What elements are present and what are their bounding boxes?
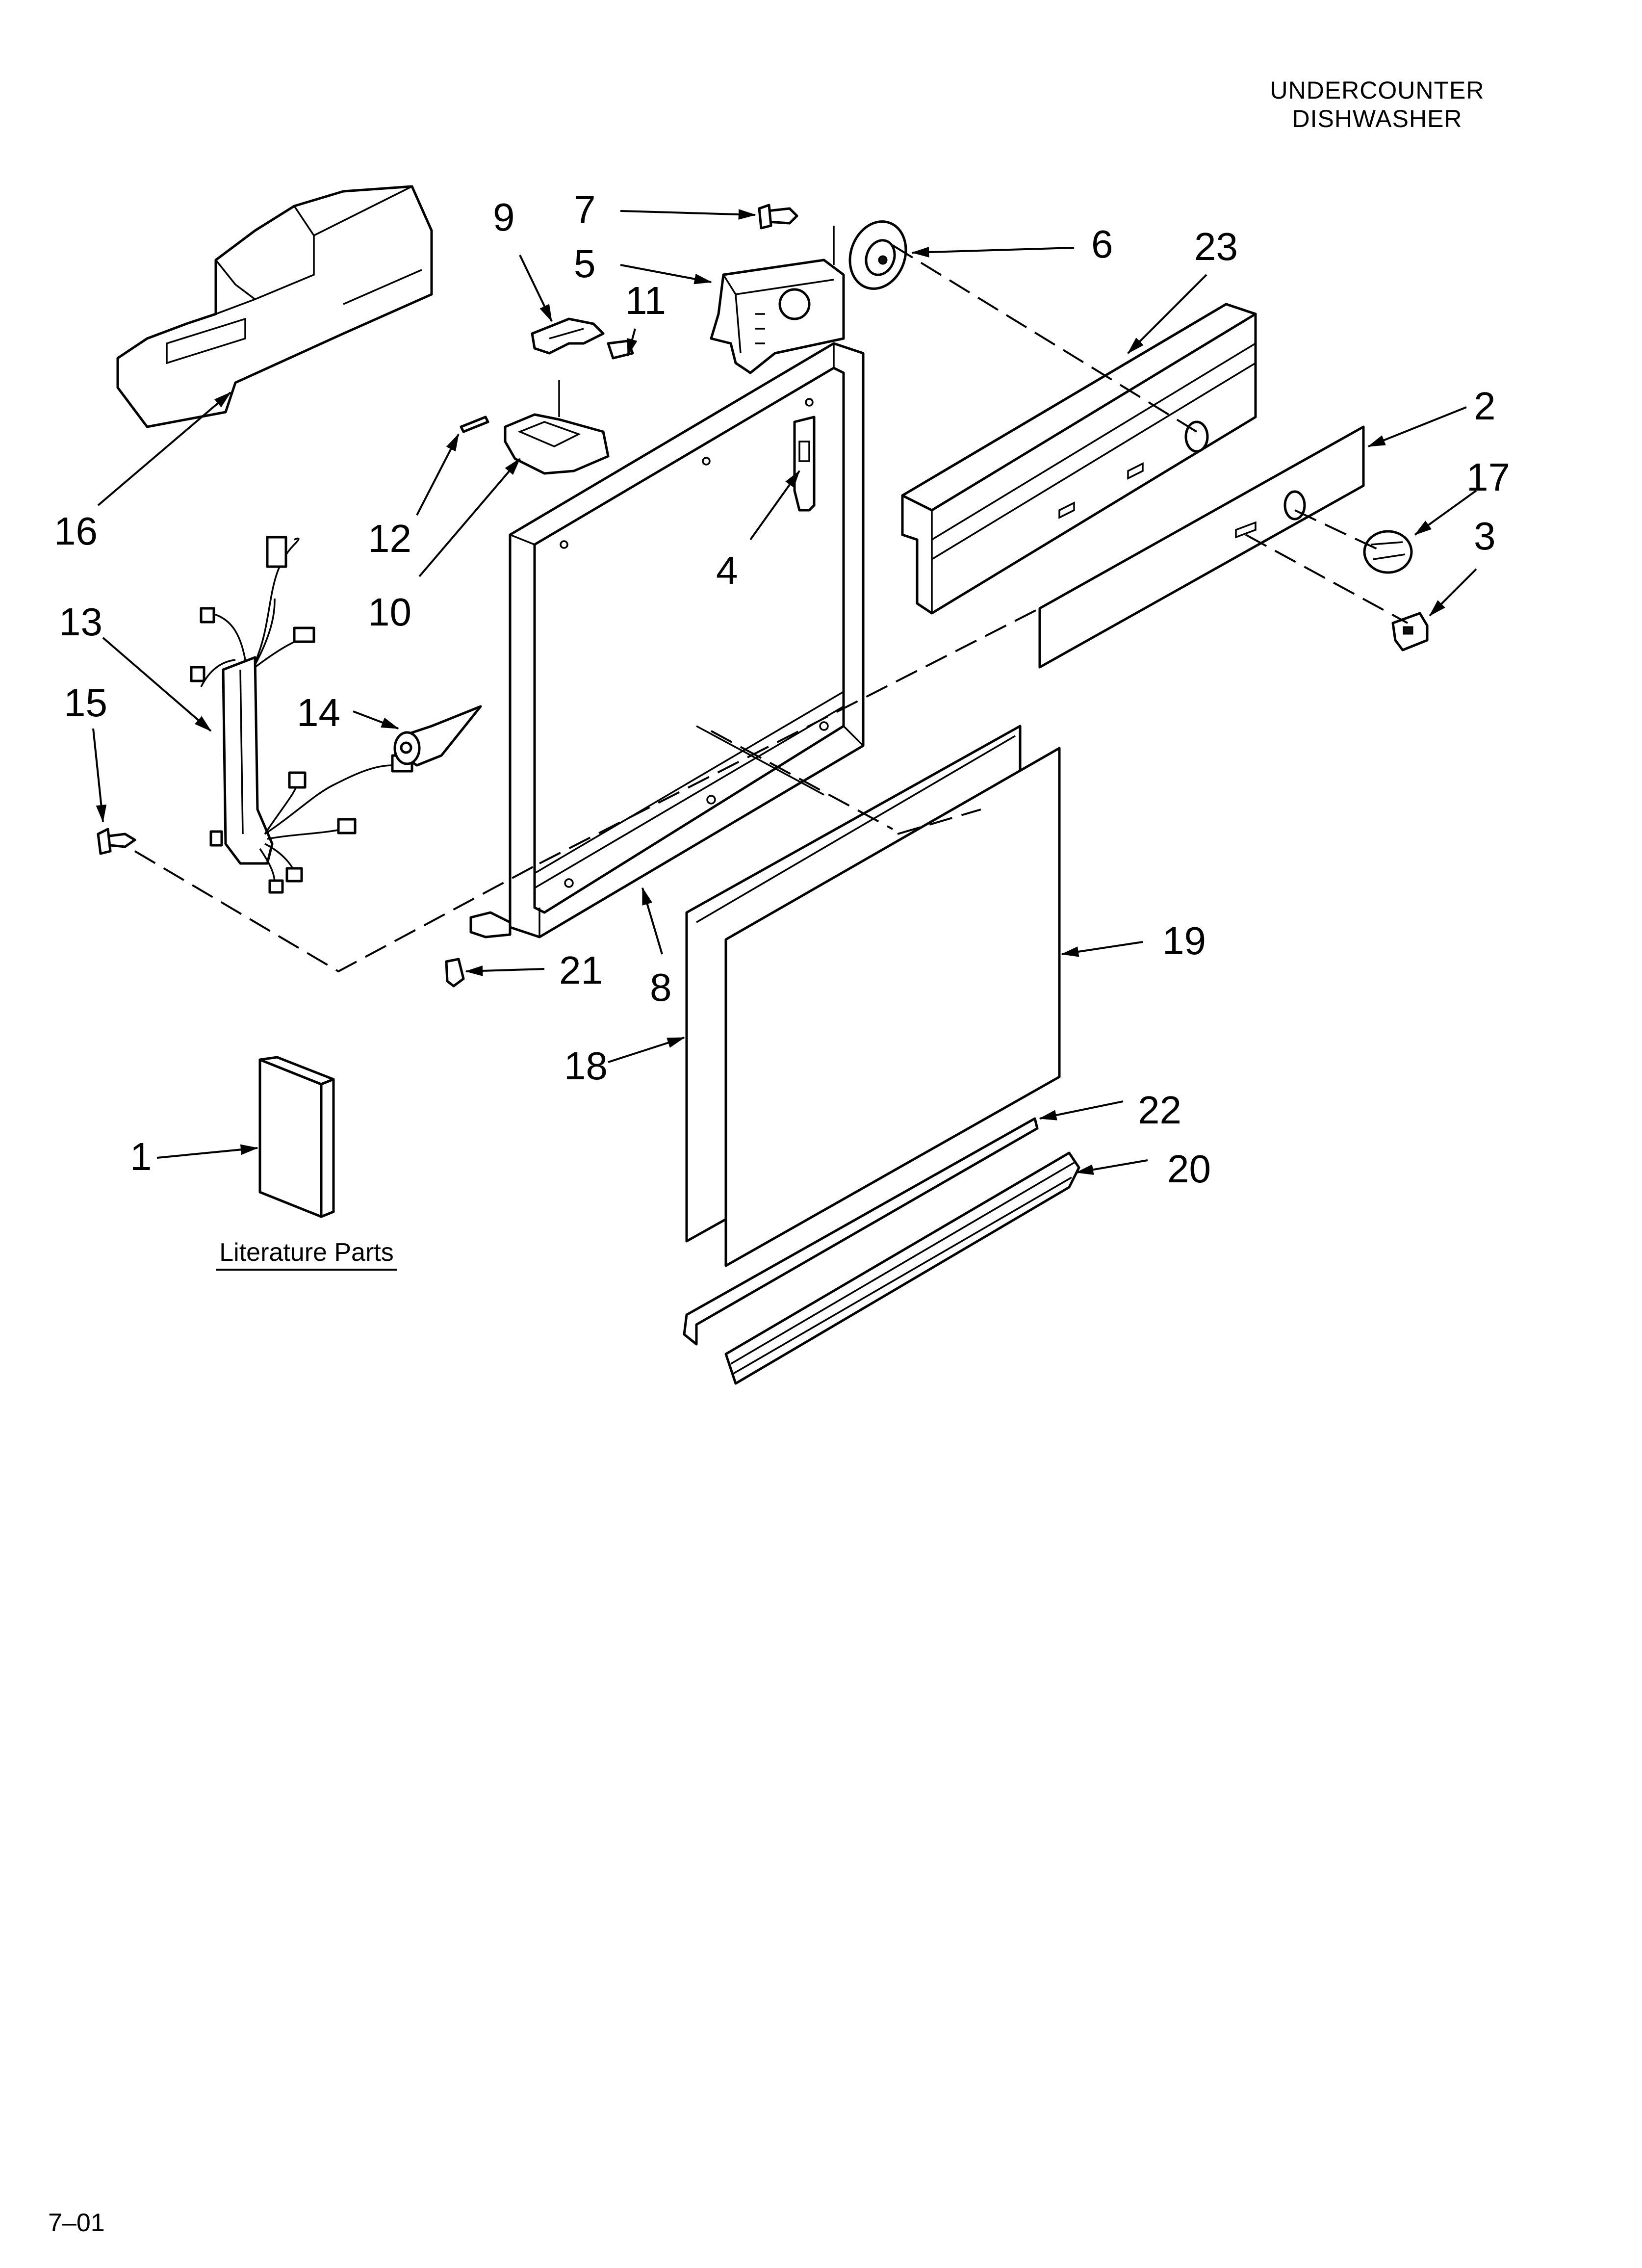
part-17-knob bbox=[1363, 530, 1413, 574]
callout-2: 2 bbox=[1474, 384, 1496, 428]
part-23-console bbox=[901, 303, 1257, 615]
callout-8: 8 bbox=[650, 965, 672, 1009]
callout-9: 9 bbox=[493, 195, 515, 239]
part-15-screw bbox=[97, 828, 136, 855]
part-8-door-frame bbox=[469, 342, 865, 938]
header-line-2: DISHWASHER bbox=[1292, 105, 1462, 132]
part-19-door-insert bbox=[724, 747, 1061, 1267]
part-1-literature bbox=[258, 1056, 335, 1218]
callout-22: 22 bbox=[1138, 1088, 1181, 1132]
callout-11: 11 bbox=[625, 279, 666, 322]
part-10-bracket bbox=[504, 380, 610, 475]
part-22-trim bbox=[683, 1117, 1039, 1346]
callout-19: 19 bbox=[1162, 919, 1206, 963]
part-6-knob bbox=[848, 220, 907, 290]
callout-7: 7 bbox=[574, 188, 596, 232]
callout-21: 21 bbox=[559, 948, 603, 992]
part-9-latch bbox=[531, 317, 605, 355]
callout-23: 23 bbox=[1194, 225, 1238, 268]
callout-5: 5 bbox=[574, 242, 596, 286]
callout-13: 13 bbox=[59, 600, 103, 644]
literature-caption-group: Literature Parts bbox=[216, 1238, 397, 1271]
part-5-door-latch bbox=[710, 226, 845, 374]
part-12-strip bbox=[460, 416, 489, 433]
callout-14: 14 bbox=[297, 691, 340, 734]
part-20-rail bbox=[724, 1151, 1080, 1385]
callout-18: 18 bbox=[564, 1044, 608, 1088]
part-14-sensor bbox=[393, 705, 482, 767]
callout-6: 6 bbox=[1091, 222, 1113, 266]
part-3-button bbox=[1391, 612, 1429, 652]
callout-4: 4 bbox=[716, 548, 738, 592]
leader-lines bbox=[92, 209, 1477, 1175]
part-21-clip bbox=[445, 958, 465, 988]
part-7-screw bbox=[758, 204, 798, 230]
callout-10: 10 bbox=[368, 590, 411, 634]
callout-labels: 7 5 6 23 9 11 2 17 3 16 12 10 4 13 15 14… bbox=[54, 188, 1510, 1191]
callout-1: 1 bbox=[130, 1135, 152, 1178]
literature-caption: Literature Parts bbox=[219, 1238, 394, 1267]
callout-16: 16 bbox=[54, 509, 98, 553]
diagram-header: UNDERCOUNTER DISHWASHER bbox=[1206, 76, 1549, 133]
header-line-1: UNDERCOUNTER bbox=[1270, 77, 1485, 104]
assembly-lines bbox=[134, 244, 1408, 973]
callout-12: 12 bbox=[368, 517, 411, 560]
part-16-vent bbox=[116, 185, 433, 428]
callout-17: 17 bbox=[1466, 455, 1510, 499]
page-code: 7–01 bbox=[48, 2209, 105, 2237]
part-2-panel-overlay bbox=[1038, 425, 1365, 669]
callout-3: 3 bbox=[1474, 514, 1496, 558]
callout-20: 20 bbox=[1167, 1147, 1211, 1191]
part-4-strike bbox=[793, 416, 816, 512]
callout-15: 15 bbox=[64, 681, 107, 725]
